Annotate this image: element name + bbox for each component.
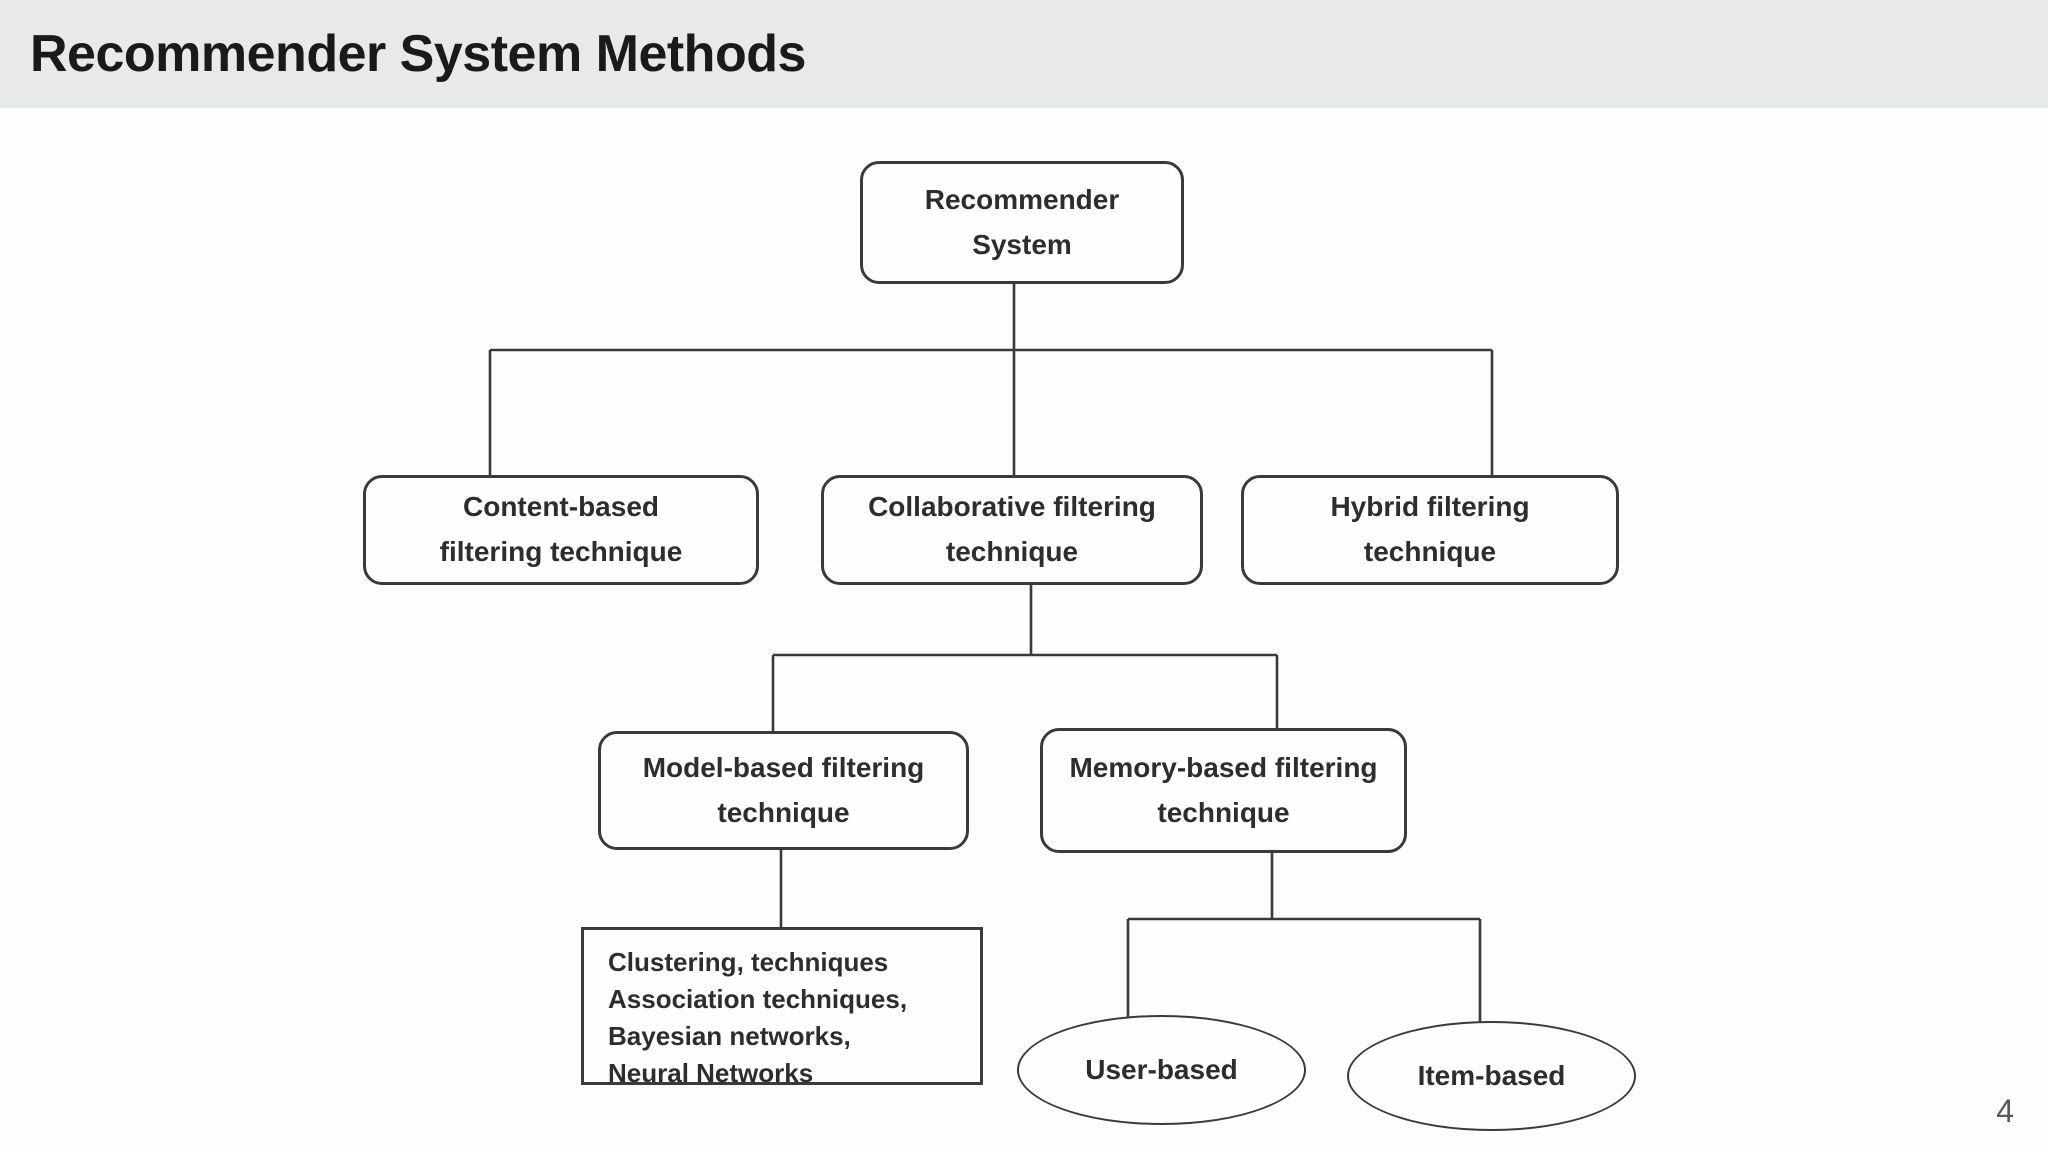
node-content-based-filtering: Content-based filtering technique	[363, 475, 759, 585]
node-item-based: Item-based	[1347, 1021, 1636, 1131]
slide-title: Recommender System Methods	[30, 25, 806, 83]
node-label: Collaborative filtering technique	[868, 491, 1156, 567]
node-label: Recommender System	[924, 183, 1120, 260]
node-memory-based-filtering: Memory-based filtering technique	[1040, 728, 1407, 853]
node-collaborative-filtering: Collaborative filtering technique	[821, 475, 1203, 585]
node-label: User-based	[1085, 1053, 1238, 1085]
page-number: 4	[1996, 1093, 2014, 1129]
node-hybrid-filtering: Hybrid filtering technique	[1241, 475, 1619, 585]
node-label: Content-based filtering technique	[439, 491, 683, 567]
technique-list-item: Association techniques,	[608, 983, 908, 1014]
node-label: Item-based	[1417, 1059, 1566, 1091]
node-user-based: User-based	[1017, 1015, 1306, 1125]
node-model-based-techniques-list: Clustering, techniques Association techn…	[581, 927, 983, 1088]
technique-list-item: Bayesian networks,	[608, 1020, 851, 1051]
node-label: Hybrid filtering technique	[1330, 491, 1530, 567]
node-recommender-system: Recommender System	[860, 161, 1184, 284]
node-label: Model-based filtering technique	[642, 751, 925, 828]
node-model-based-filtering: Model-based filtering technique	[598, 731, 969, 850]
slide-header: Recommender System Methods	[0, 0, 2048, 108]
technique-list-item: Clustering, techniques	[608, 947, 889, 977]
node-label: Memory-based filtering technique	[1069, 751, 1378, 828]
technique-list-item: Neural Networks	[608, 1057, 814, 1088]
